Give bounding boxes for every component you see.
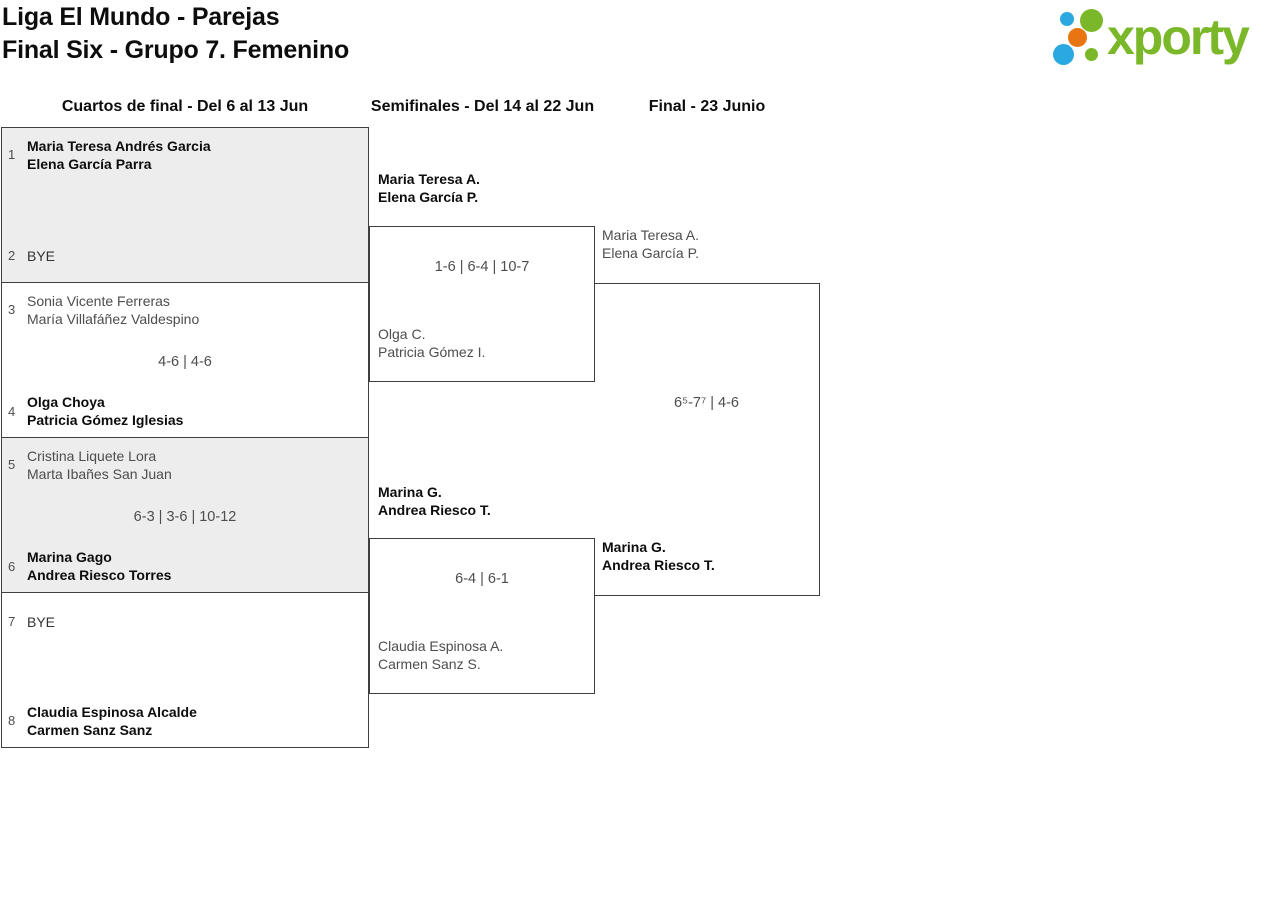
match-score: 6-3 | 3-6 | 10-12 bbox=[133, 509, 237, 525]
round-header-final: Final - 23 Junio bbox=[648, 98, 766, 115]
player-name: Elena García P. bbox=[602, 244, 700, 261]
seed-number: 8 bbox=[8, 713, 16, 728]
player-name: Cristina Liquete Lora bbox=[27, 448, 157, 464]
player-name: Andrea Riesco T. bbox=[378, 501, 491, 518]
sf-match-1: Maria Teresa A. Elena García P. 1-6 | 6-… bbox=[369, 171, 595, 382]
logo-dot-icon bbox=[1085, 48, 1098, 61]
player-name: Andrea Riesco T. bbox=[602, 556, 715, 573]
player-name: Claudia Espinosa Alcalde bbox=[27, 704, 197, 720]
team-name: Maria Teresa A. Elena García P. bbox=[378, 171, 480, 206]
player-name: Carmen Sanz Sanz bbox=[27, 721, 153, 738]
match-score: 6-4 | 6-1 bbox=[455, 571, 509, 587]
team-name: Claudia Espinosa Alcalde Carmen Sanz San… bbox=[27, 704, 197, 739]
team-name: Maria Teresa A. Elena García P. bbox=[602, 227, 699, 262]
seed-number: 7 bbox=[8, 614, 16, 629]
player-name: Elena García P. bbox=[378, 188, 479, 205]
player-name: Claudia Espinosa A. bbox=[378, 638, 504, 654]
team-name: Claudia Espinosa A. Carmen Sanz S. bbox=[378, 638, 503, 673]
team-name: Cristina Liquete Lora Marta Ibañes San J… bbox=[27, 448, 172, 483]
team-name: Maria Teresa Andrés Garcia Elena García … bbox=[27, 138, 211, 173]
title-line-2: Final Six - Grupo 7. Femenino bbox=[2, 36, 350, 64]
player-name: Sonia Vicente Ferreras bbox=[27, 293, 170, 309]
page-title: Liga El Mundo - Parejas Final Six - Grup… bbox=[2, 1, 349, 67]
team-name: Marina G. Andrea Riesco T. bbox=[602, 539, 715, 574]
team-name: Olga C. Patricia Gómez I. bbox=[378, 326, 485, 361]
player-name: Marina G. bbox=[602, 539, 666, 555]
final-match: Maria Teresa A. Elena García P. 6⁵-7⁷ | … bbox=[594, 227, 820, 596]
team-name: Marina G. Andrea Riesco T. bbox=[378, 484, 491, 519]
logo-dot-icon bbox=[1060, 12, 1074, 26]
qf-match-2: 3 Sonia Vicente Ferreras María Villafáñe… bbox=[1, 282, 369, 438]
player-name: Maria Teresa A. bbox=[378, 171, 480, 187]
seed-number: 5 bbox=[8, 457, 16, 472]
seed-number: 3 bbox=[8, 302, 16, 317]
match-score: 1-6 | 6-4 | 10-7 bbox=[434, 259, 530, 275]
player-name: Marina Gago bbox=[27, 549, 112, 565]
seed-number: 4 bbox=[8, 404, 16, 419]
seed-number: 1 bbox=[8, 147, 16, 162]
xporty-logo: xporty bbox=[1045, 0, 1280, 75]
seed-number: 2 bbox=[8, 248, 16, 263]
match-score: 6⁵-7⁷ | 4-6 bbox=[674, 395, 739, 411]
player-name: BYE bbox=[27, 248, 56, 264]
player-name: Patricia Gómez I. bbox=[378, 343, 486, 360]
team-name: Marina Gago Andrea Riesco Torres bbox=[27, 549, 171, 584]
qf-match-4: 7 BYE 8 Claudia Espinosa Alcalde Carmen … bbox=[1, 592, 369, 748]
team-name: BYE bbox=[27, 614, 55, 632]
team-name: Olga Choya Patricia Gómez Iglesias bbox=[27, 394, 183, 429]
player-name: María Villafáñez Valdespino bbox=[27, 310, 200, 327]
match-score: 4-6 | 4-6 bbox=[158, 354, 212, 370]
team-name: BYE bbox=[27, 248, 55, 266]
player-name: Marta Ibañes San Juan bbox=[27, 465, 172, 482]
logo-dot-icon bbox=[1053, 44, 1074, 65]
qf-match-1: 1 Maria Teresa Andrés Garcia Elena Garcí… bbox=[1, 127, 369, 283]
qf-match-3: 5 Cristina Liquete Lora Marta Ibañes San… bbox=[1, 437, 369, 593]
sf-match-2: Marina G. Andrea Riesco T. 6-4 | 6-1 Cla… bbox=[369, 484, 595, 694]
team-name: Sonia Vicente Ferreras María Villafáñez … bbox=[27, 293, 199, 328]
title-line-1: Liga El Mundo - Parejas bbox=[2, 3, 280, 31]
player-name: Maria Teresa Andrés Garcia bbox=[27, 138, 211, 154]
logo-dot-icon bbox=[1068, 28, 1087, 47]
player-name: Marina G. bbox=[378, 484, 442, 500]
round-header-semifinals: Semifinales - Del 14 al 22 Jun bbox=[370, 98, 595, 115]
player-name: Olga C. bbox=[378, 326, 426, 342]
player-name: Elena García Parra bbox=[27, 155, 152, 172]
player-name: Olga Choya bbox=[27, 394, 105, 410]
player-name: Maria Teresa A. bbox=[602, 227, 700, 243]
player-name: Andrea Riesco Torres bbox=[27, 566, 172, 583]
logo-wordmark: xporty bbox=[1107, 9, 1250, 65]
round-header-quarterfinals: Cuartos de final - Del 6 al 13 Jun bbox=[61, 98, 309, 115]
player-name: BYE bbox=[27, 614, 56, 630]
seed-number: 6 bbox=[8, 559, 16, 574]
logo-dot-icon bbox=[1080, 9, 1103, 32]
player-name: Carmen Sanz S. bbox=[378, 655, 481, 672]
player-name: Patricia Gómez Iglesias bbox=[27, 411, 184, 428]
